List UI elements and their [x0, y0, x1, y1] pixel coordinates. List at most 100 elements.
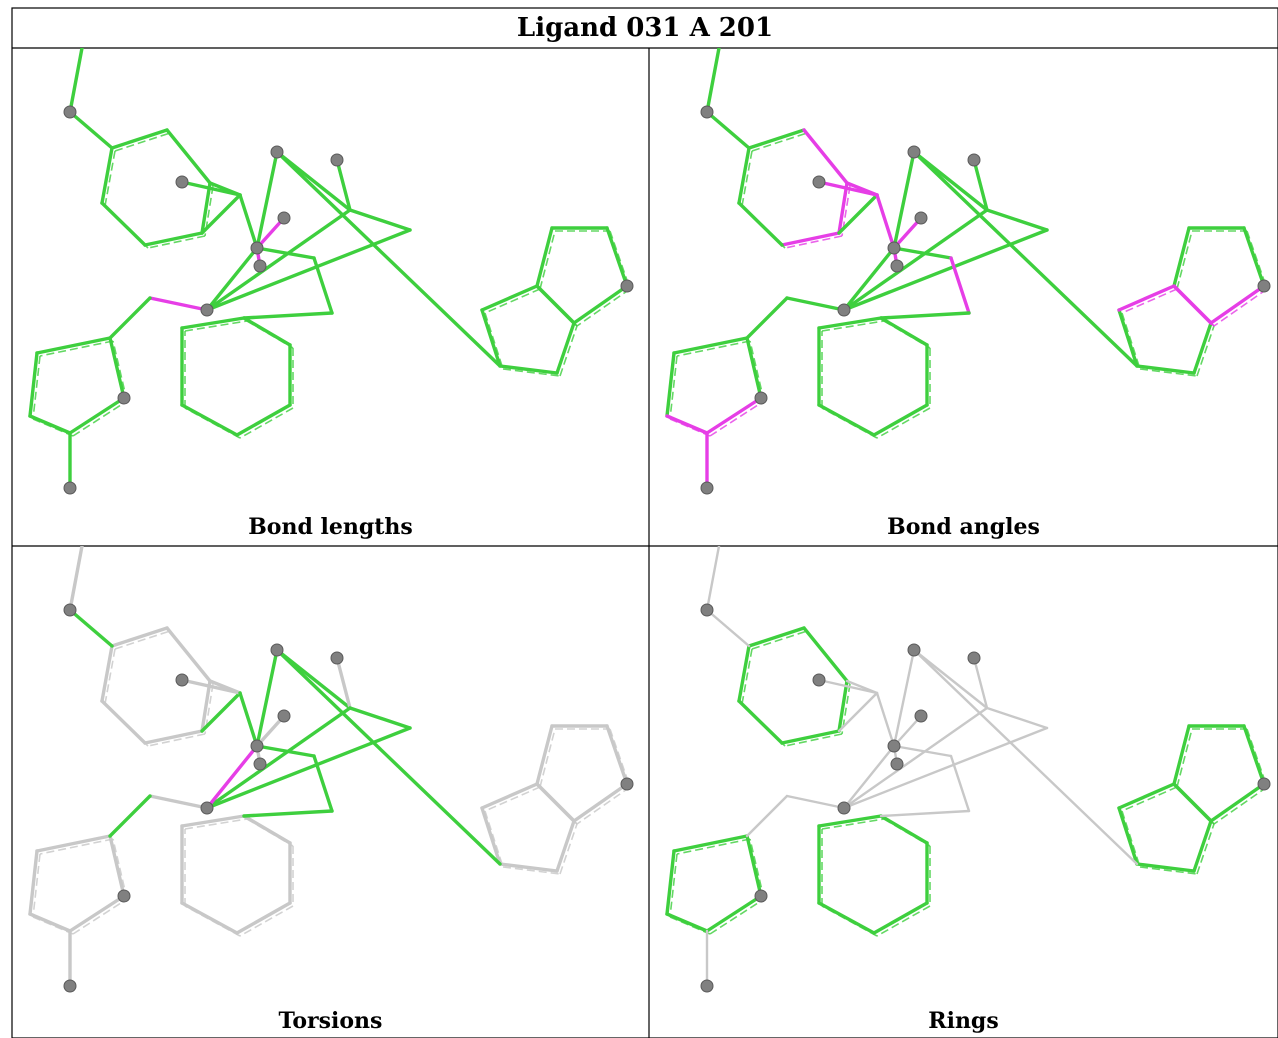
atom-sphere [63, 979, 77, 993]
bond [200, 193, 242, 235]
aromatic-dash [184, 818, 248, 830]
bond [180, 180, 242, 197]
bond [745, 296, 789, 340]
bond [255, 150, 279, 250]
atom-sphere [907, 643, 921, 657]
bond [842, 246, 896, 312]
bond [205, 228, 412, 312]
aromatic-dash [32, 418, 74, 437]
bond [200, 691, 242, 733]
ring-bond [747, 128, 806, 150]
ring-bond [535, 724, 554, 786]
atom-sphere [890, 757, 904, 771]
bond [205, 744, 259, 810]
ring-bond [665, 351, 676, 418]
ring-bond [110, 626, 169, 648]
bond [335, 656, 352, 710]
aromatic-dash [1121, 288, 1178, 314]
ring-bond [1117, 806, 1139, 866]
aromatic-dash [502, 368, 561, 377]
aromatic-dash [883, 818, 931, 847]
aromatic-dash [784, 235, 843, 249]
ring-bond [705, 396, 763, 435]
bond [842, 726, 1049, 810]
bond [255, 648, 279, 748]
ring-bond [817, 814, 883, 828]
ring-bond [672, 336, 749, 355]
atom-sphere [1257, 777, 1271, 791]
caption-bond-angles: Bond angles [887, 514, 1040, 540]
aromatic-dash [609, 230, 631, 290]
bond [837, 193, 879, 235]
ring-bond [1192, 321, 1213, 375]
ring-bond [1117, 284, 1176, 312]
atom-sphere [63, 105, 77, 119]
aromatic-dash [741, 703, 786, 747]
bond [180, 678, 242, 695]
aromatic-dash [539, 786, 578, 825]
ring-bond [28, 351, 39, 418]
aromatic-dash [1121, 312, 1141, 370]
atom-sphere [914, 709, 928, 723]
atom-sphere [620, 279, 634, 293]
aromatic-dash [484, 810, 504, 868]
ring-bond [1117, 782, 1176, 810]
bond [875, 691, 896, 748]
ring-bond [780, 729, 841, 745]
aromatic-dash [676, 340, 751, 357]
bond [275, 648, 502, 866]
aromatic-dash [114, 630, 171, 650]
aromatic-dash [484, 312, 504, 370]
ring-bond [1209, 284, 1266, 325]
bond [205, 246, 259, 312]
aromatic-dash [876, 407, 931, 439]
ring-bond [28, 912, 72, 933]
bond [817, 678, 879, 695]
aromatic-dash [147, 235, 206, 249]
aromatic-dash [1121, 786, 1178, 812]
aromatic-dash [72, 898, 128, 935]
ring-bond [879, 316, 929, 347]
aromatic-dash [114, 132, 171, 152]
panel-bond-lengths [28, 48, 634, 495]
ring-bond [180, 316, 246, 330]
ring-bond [665, 912, 709, 933]
aromatic-dash [246, 320, 294, 349]
atom-sphere [175, 175, 189, 189]
atom-sphere [837, 303, 851, 317]
aromatic-dash [669, 418, 711, 437]
aromatic-dash [576, 786, 631, 825]
aromatic-dash [709, 898, 765, 935]
aromatic-dash [1139, 866, 1198, 875]
bond [242, 809, 334, 818]
bond [879, 809, 971, 818]
bond [892, 714, 923, 748]
bond [255, 744, 316, 758]
ring-bond [1242, 724, 1266, 786]
bond [912, 150, 1139, 368]
aromatic-dash [104, 703, 149, 747]
aromatic-dash [749, 340, 765, 402]
bond [785, 296, 846, 312]
caption-torsions: Torsions [278, 1008, 383, 1034]
ring-bond [817, 316, 883, 330]
aromatic-dash [883, 320, 931, 349]
aromatic-dash [104, 150, 116, 207]
aromatic-dash [741, 648, 753, 705]
bond [745, 794, 789, 838]
aromatic-dash [1196, 823, 1215, 875]
bond [785, 794, 846, 810]
ring-bond [143, 729, 204, 745]
aromatic-dash [502, 866, 561, 875]
bond [238, 193, 259, 250]
atom-sphere [63, 481, 77, 495]
aromatic-dash [1176, 288, 1215, 327]
ring-bond [68, 894, 126, 933]
panel-bond-angles [665, 48, 1271, 495]
aromatic-dash [609, 728, 631, 788]
ring-bond [180, 403, 239, 437]
aromatic-dash [559, 325, 578, 377]
atom-sphere [253, 757, 267, 771]
bond [972, 656, 989, 710]
